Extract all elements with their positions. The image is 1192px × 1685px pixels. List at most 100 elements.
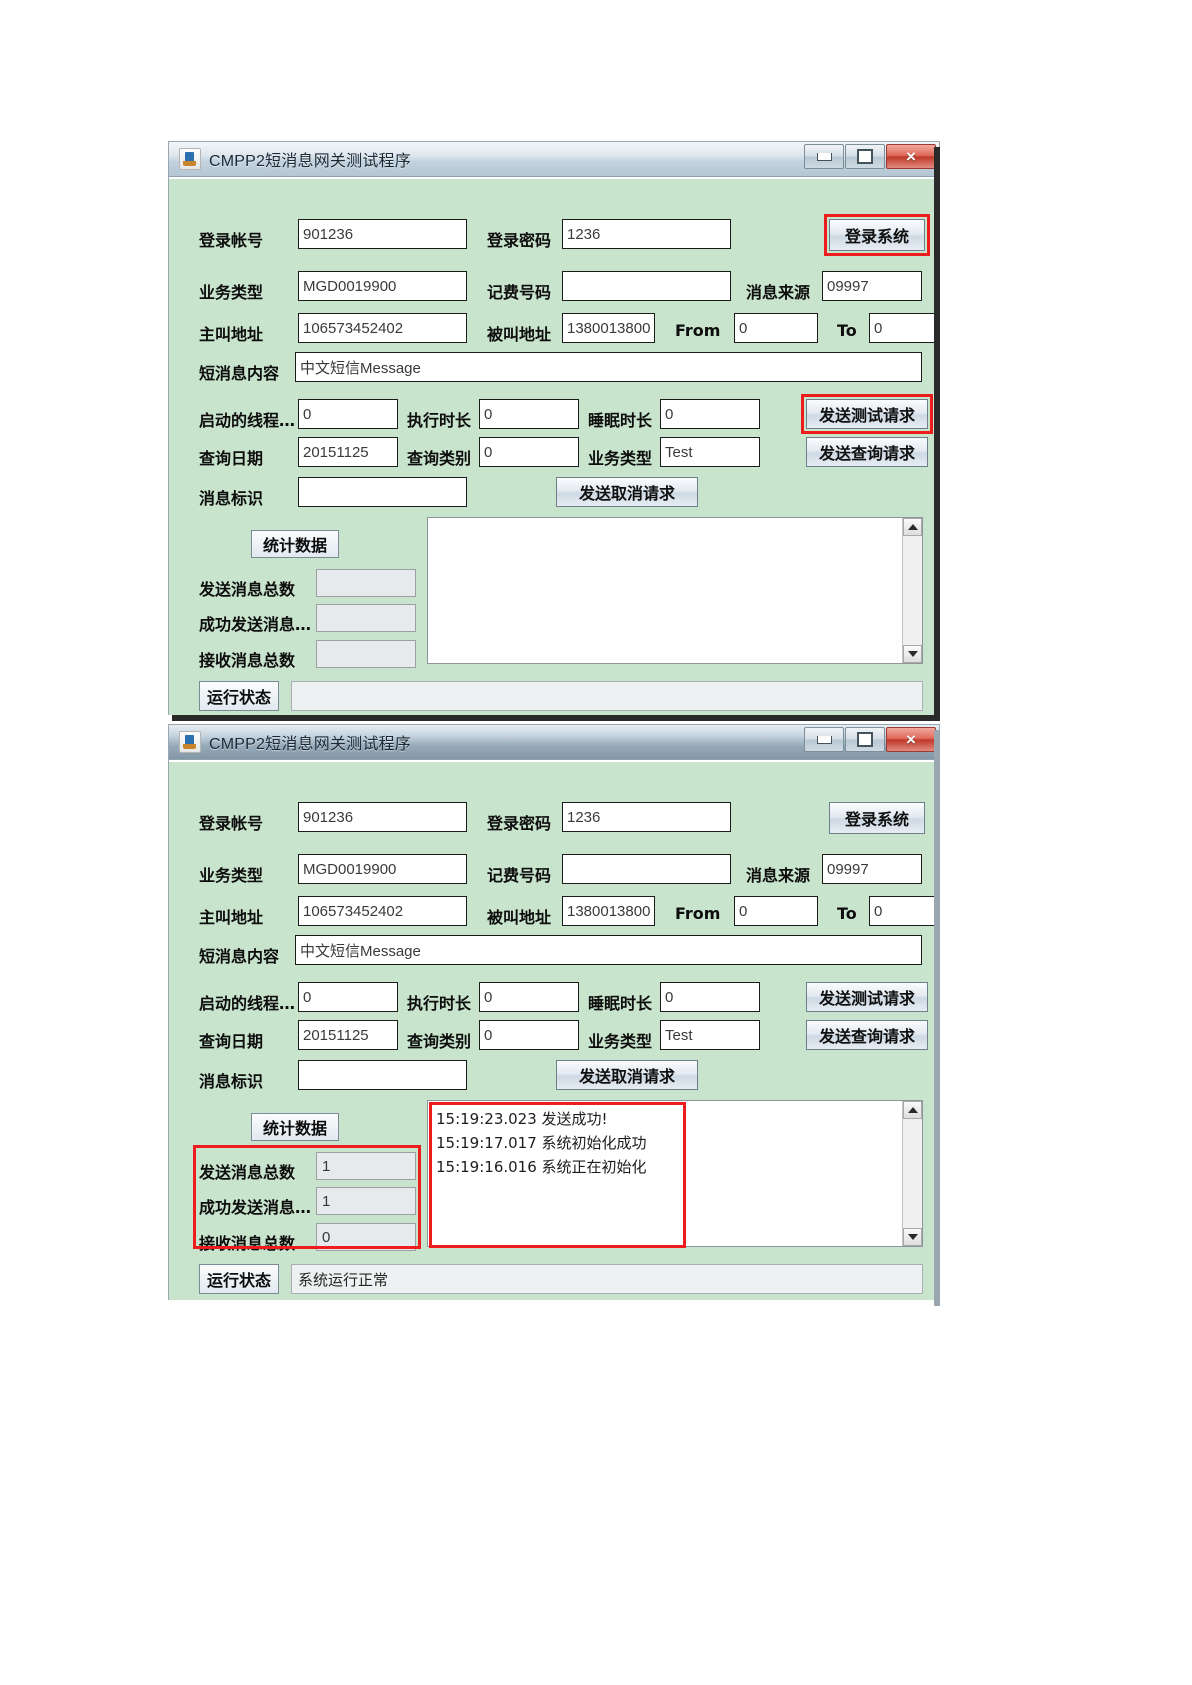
window-2-title: CMPP2短消息网关测试程序 <box>209 736 411 753</box>
login-password-input[interactable]: 1236 <box>562 802 731 832</box>
log-content <box>428 518 922 530</box>
login-account-input[interactable]: 901236 <box>298 219 467 249</box>
maximize-button[interactable] <box>845 144 885 169</box>
run-state-value <box>291 681 923 711</box>
window-1-controls[interactable]: × <box>804 144 936 169</box>
log-line: 15:19:16.016 系统正在初始化 <box>436 1158 647 1176</box>
msg-source-input[interactable]: 09997 <box>822 271 922 301</box>
log-textarea[interactable] <box>427 517 923 664</box>
msg-id-input[interactable] <box>298 1060 467 1090</box>
query-service-type-input[interactable]: Test <box>660 1020 760 1050</box>
fee-number-input[interactable] <box>562 854 731 884</box>
send-query-button[interactable]: 发送查询请求 <box>806 437 928 467</box>
login-account-input[interactable]: 901236 <box>298 802 467 832</box>
java-app-icon <box>179 148 201 170</box>
window-1-title: CMPP2短消息网关测试程序 <box>209 153 411 170</box>
sleep-duration-input[interactable]: 0 <box>660 399 760 429</box>
from-input[interactable]: 0 <box>734 896 818 926</box>
window-2-controls[interactable]: × <box>804 727 936 752</box>
log-scrollbar[interactable] <box>902 518 922 663</box>
label-sms-content: 短消息内容 <box>199 947 280 966</box>
window-1-panel: 登录帐号 901236 登录密码 1236 登录系统 业务类型 MGD00199… <box>169 177 939 715</box>
sms-content-input[interactable]: 中文短信Message <box>295 352 922 382</box>
label-login-password: 登录密码 <box>487 814 552 833</box>
label-fee-number: 记费号码 <box>487 866 552 885</box>
label-threads: 启动的线程… <box>199 994 296 1013</box>
msg-id-input[interactable] <box>298 477 467 507</box>
label-query-date: 查询日期 <box>199 1032 264 1051</box>
window-2[interactable]: CMPP2短消息网关测试程序 × 登录帐号 901236 登录密码 1236 登… <box>168 724 940 1300</box>
query-type-input[interactable]: 0 <box>479 437 579 467</box>
caller-addr-input[interactable]: 106573452402 <box>298 896 467 926</box>
window-2-titlebar[interactable]: CMPP2短消息网关测试程序 × <box>169 725 939 760</box>
window-2-shadow-right <box>934 730 940 1306</box>
send-query-button[interactable]: 发送查询请求 <box>806 1020 928 1050</box>
total-received-value: 0 <box>316 1223 416 1251</box>
send-test-button[interactable]: 发送测试请求 <box>806 399 928 429</box>
scroll-down-button[interactable] <box>903 645 922 663</box>
send-test-button[interactable]: 发送测试请求 <box>806 982 928 1012</box>
success-sent-value <box>316 604 416 632</box>
log-content: 15:19:23.023 发送成功! 15:19:17.017 系统初始化成功 … <box>428 1101 922 1185</box>
fee-number-input[interactable] <box>562 271 731 301</box>
login-password-input[interactable]: 1236 <box>562 219 731 249</box>
run-duration-input[interactable]: 0 <box>479 982 579 1012</box>
close-button[interactable]: × <box>886 727 936 752</box>
scroll-up-button[interactable] <box>903 1101 922 1119</box>
close-button[interactable]: × <box>886 144 936 169</box>
query-date-input[interactable]: 20151125 <box>298 1020 398 1050</box>
caller-addr-input[interactable]: 106573452402 <box>298 313 467 343</box>
log-textarea[interactable]: 15:19:23.023 发送成功! 15:19:17.017 系统初始化成功 … <box>427 1100 923 1247</box>
label-total-received: 接收消息总数 <box>199 1234 296 1253</box>
label-caller-addr: 主叫地址 <box>199 908 264 927</box>
label-from: From <box>675 321 721 340</box>
label-msg-source: 消息来源 <box>746 283 811 302</box>
window-1[interactable]: CMPP2短消息网关测试程序 × 登录帐号 901236 登录密码 1236 登… <box>168 141 940 715</box>
arrow-up-icon <box>907 524 918 530</box>
callee-addr-input[interactable]: 1380013800 <box>562 896 655 926</box>
statistics-title: 统计数据 <box>251 530 339 558</box>
query-date-input[interactable]: 20151125 <box>298 437 398 467</box>
label-success-sent: 成功发送消息… <box>199 1198 312 1217</box>
window-1-titlebar[interactable]: CMPP2短消息网关测试程序 × <box>169 142 939 177</box>
run-state-value: 系统运行正常 <box>291 1264 923 1294</box>
run-state-label: 运行状态 <box>199 681 279 711</box>
minimize-button[interactable] <box>804 144 844 169</box>
minimize-icon <box>816 735 832 744</box>
minimize-button[interactable] <box>804 727 844 752</box>
label-total-received: 接收消息总数 <box>199 651 296 670</box>
scroll-up-button[interactable] <box>903 518 922 536</box>
run-duration-input[interactable]: 0 <box>479 399 579 429</box>
service-type-input[interactable]: MGD0019900 <box>298 271 467 301</box>
query-type-input[interactable]: 0 <box>479 1020 579 1050</box>
scroll-down-button[interactable] <box>903 1228 922 1246</box>
login-button[interactable]: 登录系统 <box>829 219 925 251</box>
from-input[interactable]: 0 <box>734 313 818 343</box>
window-2-panel: 登录帐号 901236 登录密码 1236 登录系统 业务类型 MGD00199… <box>169 760 939 1300</box>
service-type-input[interactable]: MGD0019900 <box>298 854 467 884</box>
minimize-icon <box>816 152 832 161</box>
login-button[interactable]: 登录系统 <box>829 802 925 834</box>
to-input[interactable]: 0 <box>869 896 937 926</box>
maximize-button[interactable] <box>845 727 885 752</box>
query-service-type-input[interactable]: Test <box>660 437 760 467</box>
label-total-sent: 发送消息总数 <box>199 580 296 599</box>
threads-input[interactable]: 0 <box>298 399 398 429</box>
sms-content-input[interactable]: 中文短信Message <box>295 935 922 965</box>
total-received-value <box>316 640 416 668</box>
sleep-duration-input[interactable]: 0 <box>660 982 760 1012</box>
label-run-duration: 执行时长 <box>407 411 472 430</box>
send-cancel-button[interactable]: 发送取消请求 <box>556 477 698 507</box>
total-sent-value: 1 <box>316 1152 416 1180</box>
callee-addr-input[interactable]: 1380013800 <box>562 313 655 343</box>
label-service-type: 业务类型 <box>199 866 264 885</box>
log-scrollbar[interactable] <box>902 1101 922 1246</box>
label-msg-id: 消息标识 <box>199 1072 264 1091</box>
send-cancel-button[interactable]: 发送取消请求 <box>556 1060 698 1090</box>
msg-source-input[interactable]: 09997 <box>822 854 922 884</box>
log-line: 15:19:23.023 发送成功! <box>436 1110 608 1128</box>
arrow-up-icon <box>907 1107 918 1113</box>
to-input[interactable]: 0 <box>869 313 937 343</box>
close-icon: × <box>906 147 916 166</box>
threads-input[interactable]: 0 <box>298 982 398 1012</box>
